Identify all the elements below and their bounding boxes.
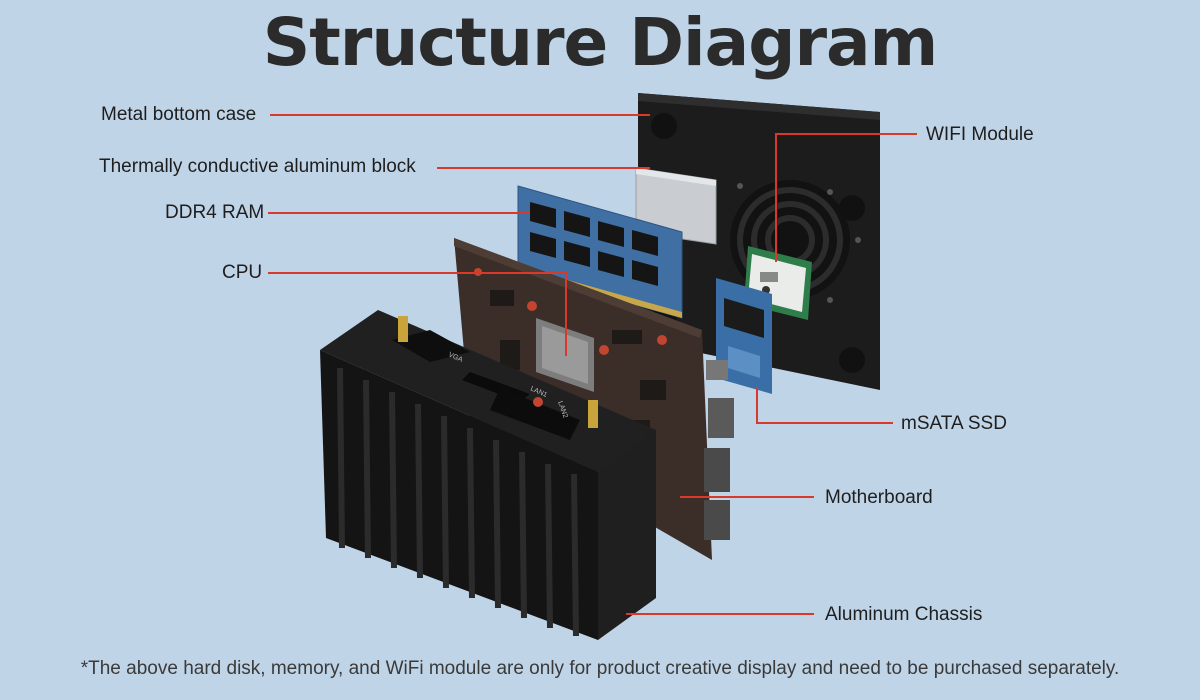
page-title: Structure Diagram [262,4,939,81]
label-ddr4-ram: DDR4 RAM [165,202,265,223]
label-motherboard: Motherboard [825,487,933,508]
footnote: *The above hard disk, memory, and WiFi m… [80,658,1120,679]
label-msata-ssd: mSATA SSD [901,413,1007,434]
aluminum-chassis-body [320,310,656,640]
leader-lines [268,114,917,615]
label-metal-bottom-case: Metal bottom case [101,104,257,125]
label-cpu: CPU [222,262,263,283]
label-aluminum-chassis: Aluminum Chassis [825,604,983,625]
msata-ssd-card [716,278,772,394]
label-thermal-block: Thermally conductive aluminum block [99,156,416,177]
label-wifi-module: WIFI Module [926,124,1034,145]
